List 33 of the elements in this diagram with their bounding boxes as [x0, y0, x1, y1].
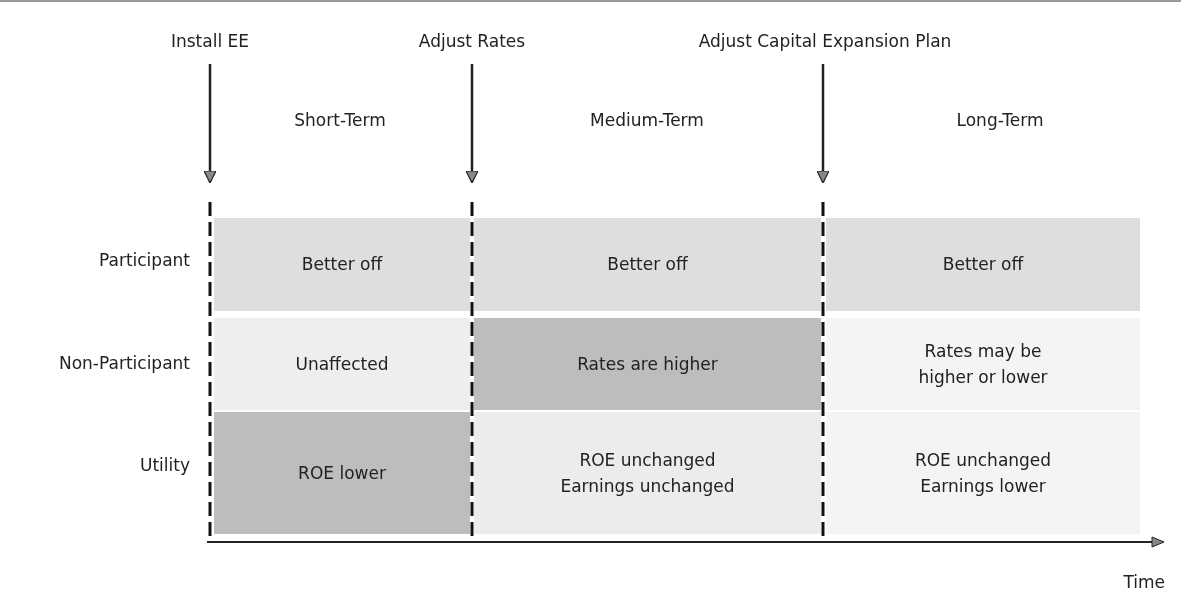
cell-text: ROE lower [298, 461, 386, 485]
event-label: Adjust Rates [372, 28, 572, 54]
cell-text: Better off [942, 253, 1024, 277]
table-cell [474, 412, 821, 534]
row-heading: Participant [99, 250, 190, 270]
cell-text: Better off [607, 253, 688, 277]
table-cell [826, 218, 1140, 311]
table-cell [474, 218, 821, 311]
cell-text: Rates may be higher or lower [917, 339, 1049, 389]
column-heading: Medium-Term [590, 110, 704, 130]
table-cell [214, 412, 470, 534]
table-cell [214, 218, 470, 311]
cell-text: Earnings unchanged [560, 475, 735, 498]
cell-text: Unaffected [295, 352, 389, 376]
arrow [203, 64, 217, 184]
cell-text: ROE unchanged [914, 448, 1052, 472]
event-label: Install EE [110, 28, 310, 54]
table-cell [826, 318, 1140, 410]
column-heading: Long-Term [956, 110, 1044, 130]
cell-text: Rates are higher [577, 352, 718, 376]
cell-text: ROE unchanged [579, 448, 716, 472]
axis-label: Time [1123, 572, 1165, 592]
row-heading: Utility [140, 455, 190, 475]
table-cell [214, 318, 470, 410]
arrow [816, 64, 830, 184]
table-cell [826, 412, 1140, 534]
arrow [465, 64, 479, 184]
table-cell [474, 318, 821, 410]
cell-text: Earnings lower [920, 475, 1046, 498]
row-heading: Non-Participant [58, 353, 190, 373]
column-heading: Short-Term [294, 110, 386, 130]
event-label: Adjust Capital Expansion Plan [660, 28, 990, 54]
cell-text: Better off [301, 253, 383, 277]
